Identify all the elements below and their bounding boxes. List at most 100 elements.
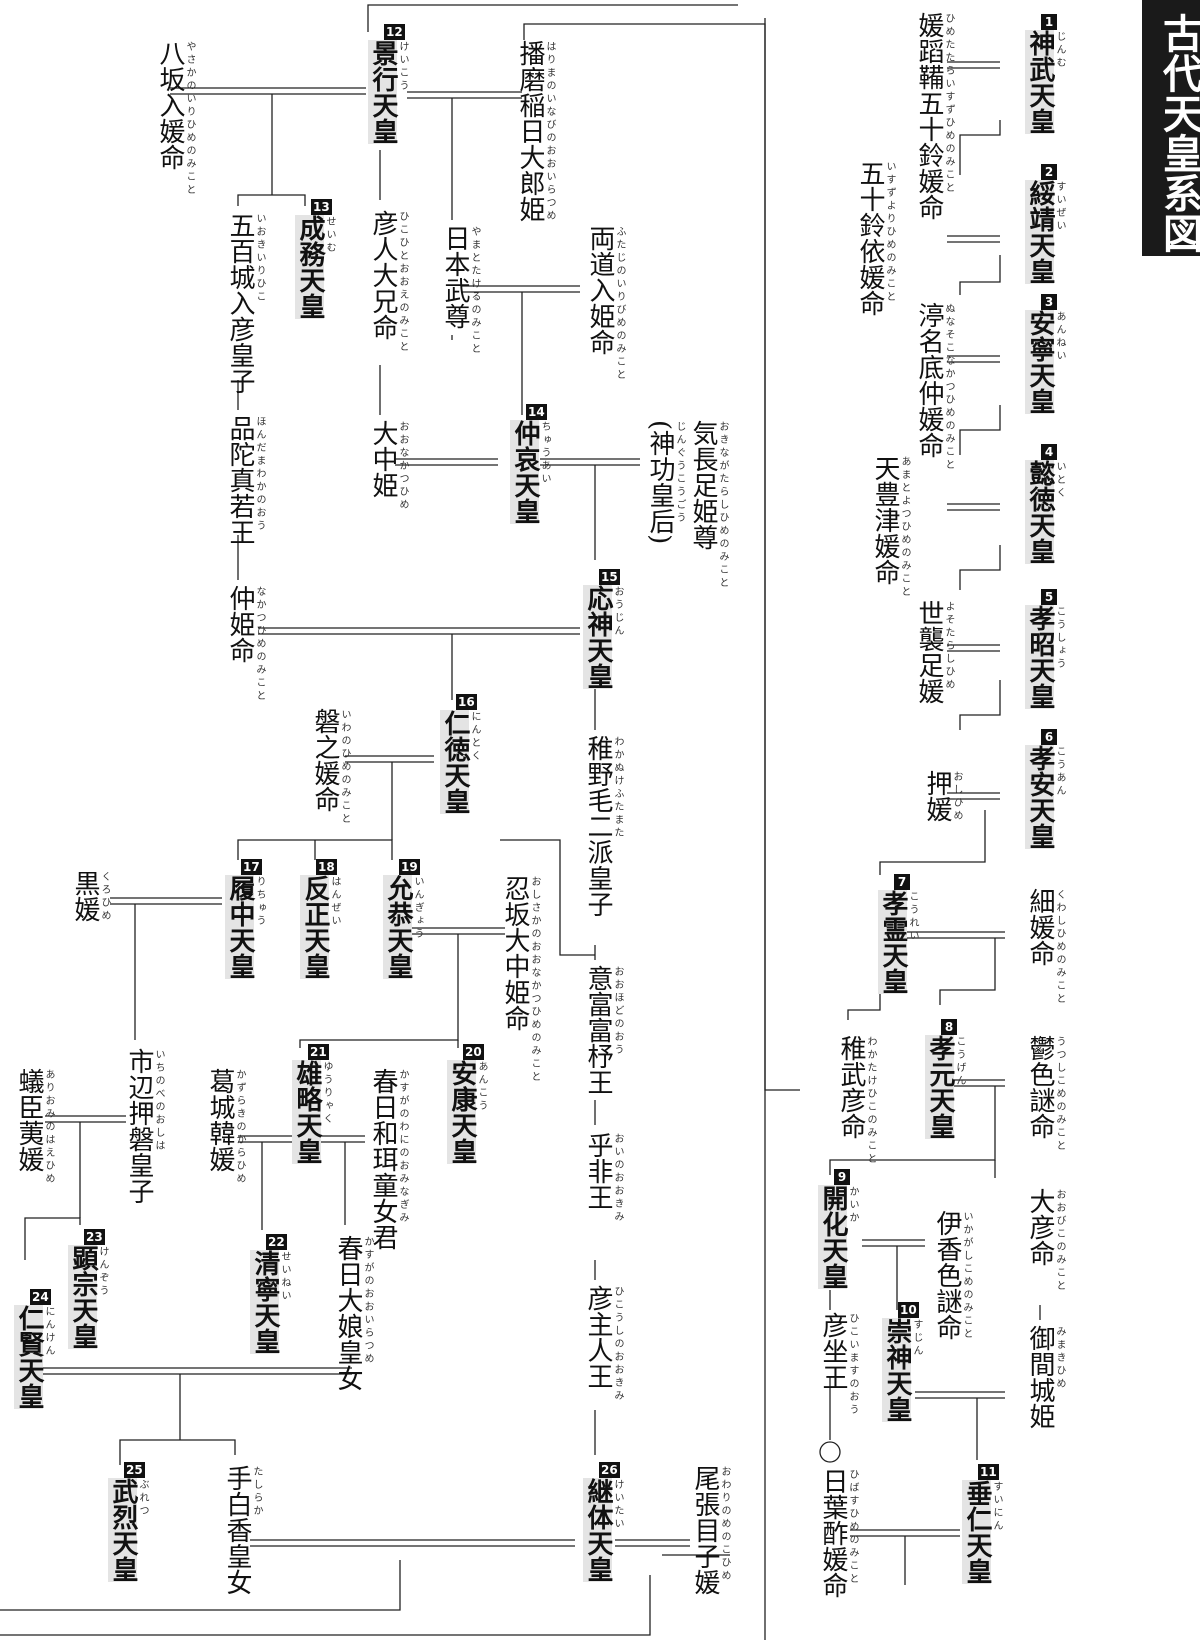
person-name: 細媛命 — [1025, 888, 1055, 966]
person-reading: ぬなそこなかつひめのみこと — [943, 303, 954, 472]
person-name: 武烈天皇 — [108, 1478, 138, 1582]
person-name: 彦人大兄命 — [368, 210, 398, 340]
person-reading: ひこうしのおおきみ — [612, 1286, 623, 1403]
person-reading: おわりのめのこひめ — [719, 1466, 730, 1583]
person-name: 春日大娘皇女 — [333, 1235, 363, 1391]
person-name: 仲姫命 — [225, 585, 255, 663]
person-reading: すじん — [911, 1319, 922, 1358]
person-reading: たしらか — [251, 1466, 262, 1518]
person-name: 彦坐王 — [818, 1312, 848, 1390]
person-reading: ほんだまわかのおう — [254, 416, 265, 533]
person-reading: ゆうりゃく — [321, 1061, 332, 1126]
person-name: 雄略天皇 — [292, 1060, 322, 1164]
person-name: 彦主人王 — [583, 1285, 613, 1389]
person-reading: くわしひめのみこと — [1054, 889, 1065, 1006]
person-name: 反正天皇 — [300, 875, 330, 979]
person-name: (神功皇后) — [645, 420, 675, 545]
person-name: 磐之媛命 — [310, 708, 340, 812]
person-reading: かずらきのからひめ — [234, 1069, 245, 1186]
person-name: 八坂入媛命 — [155, 40, 185, 170]
person-name: 日葉酢媛命 — [818, 1468, 848, 1598]
person-name: 黒媛 — [70, 870, 100, 922]
person-reading: わかぬけふたまた — [612, 736, 623, 840]
person-reading: いとく — [1054, 461, 1065, 500]
person-reading: ぶれつ — [137, 1479, 148, 1518]
reign-number-badge: 5 — [1041, 589, 1057, 605]
person-name: 清寧天皇 — [250, 1250, 280, 1354]
person-reading: じんむ — [1054, 31, 1065, 70]
person-reading: わかたけひこのみこと — [865, 1036, 876, 1166]
person-name: 孝昭天皇 — [1025, 605, 1055, 709]
reign-number-badge: 24 — [30, 1289, 51, 1305]
person-reading: ありおみのはえひめ — [43, 1069, 54, 1186]
reign-number-badge: 11 — [978, 1464, 999, 1480]
person-reading: おおほどのおう — [612, 966, 623, 1057]
person-name: 仁賢天皇 — [14, 1305, 44, 1409]
person-name: 開化天皇 — [818, 1185, 848, 1289]
reign-number-badge: 20 — [463, 1044, 484, 1060]
person-name: 懿徳天皇 — [1025, 460, 1055, 564]
person-name: 市辺押磐皇子 — [124, 1048, 154, 1204]
reign-number-badge: 19 — [399, 859, 420, 875]
person-reading: あんねい — [1054, 311, 1065, 363]
person-reading: こうあん — [1054, 746, 1065, 798]
person-reading: みまきひめ — [1054, 1326, 1065, 1391]
person-name: 忍坂大中姫命 — [500, 875, 530, 1031]
person-name: 仁徳天皇 — [440, 710, 470, 814]
person-name: 五百城入彦皇子 — [225, 212, 255, 394]
person-reading: にんけん — [43, 1306, 54, 1358]
person-name: 葛城韓媛 — [205, 1068, 235, 1172]
person-reading: こうしょう — [1054, 606, 1065, 671]
reign-number-badge: 6 — [1041, 729, 1057, 745]
person-reading: いんぎょう — [412, 876, 423, 941]
reign-number-badge: 1 — [1041, 14, 1057, 30]
person-reading: けんぞう — [97, 1246, 108, 1298]
person-name: 押媛 — [922, 770, 952, 822]
person-reading: いわのひめのみこと — [339, 709, 350, 826]
person-name: 尾張目子媛 — [690, 1465, 720, 1595]
person-reading: ふたじのいりびめのみこと — [614, 226, 625, 382]
person-reading: おしさかのおおなかつひめのみこと — [529, 876, 540, 1084]
person-reading: おいのおおきみ — [612, 1133, 623, 1224]
person-name: 五十鈴依媛命 — [855, 160, 885, 316]
reign-number-badge: 17 — [241, 859, 262, 875]
person-name: 伊香色謎命 — [932, 1210, 962, 1340]
person-name: 大中姫 — [368, 420, 398, 498]
person-name: 蟻臣荑媛 — [14, 1068, 44, 1172]
person-name: 大彦命 — [1025, 1188, 1055, 1266]
person-reading: いすずよりひめのみこと — [884, 161, 895, 304]
person-reading: かすがのわにのおみなぎみ — [397, 1069, 408, 1225]
person-reading: くろひめ — [99, 871, 110, 923]
person-reading: うつしこめのみこと — [1054, 1036, 1065, 1153]
person-reading: けいたい — [612, 1479, 623, 1531]
reign-number-badge: 16 — [456, 694, 477, 710]
person-reading: よそたらしひめ — [943, 601, 954, 692]
person-name: 孝元天皇 — [925, 1035, 955, 1139]
reign-number-badge: 8 — [941, 1019, 957, 1035]
person-reading: あまとよつひめのみこと — [899, 456, 910, 599]
person-name: 日本武尊 — [440, 225, 470, 329]
reign-number-badge: 4 — [1041, 444, 1057, 460]
person-reading: にんとく — [469, 711, 480, 763]
person-name: 御間城姫 — [1025, 1325, 1055, 1429]
person-name: 崇神天皇 — [882, 1318, 912, 1422]
person-reading: いちのべのおしは — [153, 1049, 164, 1153]
person-reading: かすがのおおいらつめ — [362, 1236, 373, 1366]
person-name: 媛蹈鞴五十鈴媛命 — [914, 12, 944, 220]
reign-number-badge: 25 — [124, 1462, 145, 1478]
person-reading: すいぜい — [1054, 181, 1065, 233]
person-name: 孝霊天皇 — [878, 890, 908, 994]
reign-number-badge: 23 — [84, 1229, 105, 1245]
person-name: 手白香皇女 — [222, 1465, 252, 1595]
person-reading: ちゅうあい — [539, 421, 550, 486]
reign-number-badge: 10 — [898, 1302, 919, 1318]
person-name: 乎非王 — [583, 1132, 613, 1210]
person-reading: いかがしこめのみこと — [961, 1211, 972, 1341]
person-name: 天豊津媛命 — [870, 455, 900, 585]
person-name: 春日和珥童女君 — [368, 1068, 398, 1250]
person-name: 顕宗天皇 — [68, 1245, 98, 1349]
person-name: 景行天皇 — [368, 40, 398, 144]
person-reading: こうげん — [954, 1036, 965, 1088]
reign-number-badge: 12 — [384, 24, 405, 40]
person-reading: はりまのいなびのおおいらつめ — [544, 41, 555, 223]
